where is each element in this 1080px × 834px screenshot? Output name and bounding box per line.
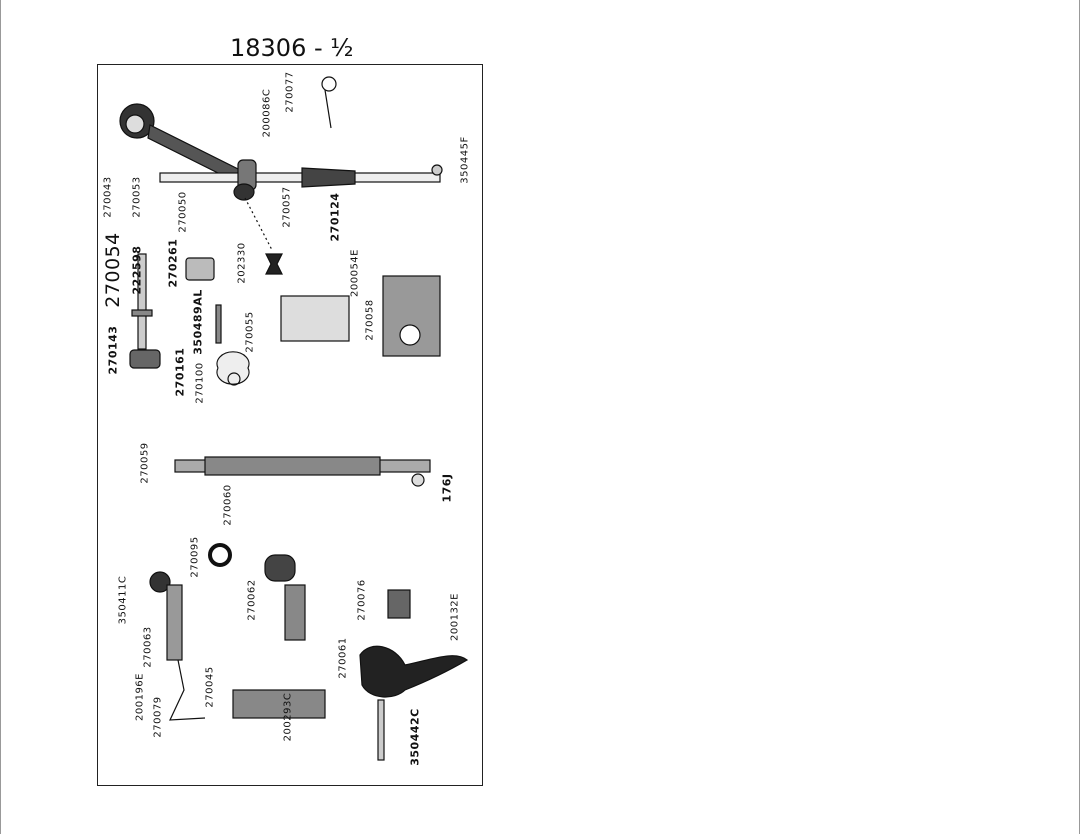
part-label: 350442C: [408, 708, 422, 766]
part-270100-washer: [216, 351, 250, 385]
assembly-dashed-line: [244, 197, 273, 251]
part-label: 270045: [204, 666, 216, 708]
part-270095-ring: [208, 543, 232, 567]
part-350489AL-screw: [215, 304, 222, 344]
diagram-frame: [97, 64, 483, 786]
part-270055-block: [280, 295, 350, 342]
part-label: 270100: [194, 362, 206, 404]
part-202330-roller: [265, 253, 283, 275]
part-label: 270077: [284, 71, 296, 113]
part-label: 270076: [356, 579, 368, 621]
part-label: 270055: [244, 311, 256, 353]
part-label: 270261: [166, 238, 180, 288]
part-label: 270053: [131, 176, 143, 218]
part-270261-bushing: [185, 257, 215, 281]
part-label: 202330: [236, 242, 248, 284]
part-270060-rod: [174, 456, 431, 487]
part-270054-shaft: [129, 253, 161, 369]
page-title: 18306 - ½: [230, 34, 354, 62]
part-270061-lever: [359, 645, 469, 698]
part-label: 270063: [142, 626, 154, 668]
part-label: 222598: [130, 245, 144, 295]
part-270050-rod: [159, 159, 443, 201]
part-label: 350489AL: [191, 289, 205, 355]
part-270077-clip: [321, 76, 337, 129]
part-270062-arm: [264, 554, 306, 641]
page-edge-left: [0, 0, 1, 834]
part-label: 200132E: [449, 593, 461, 641]
part-270076-block: [387, 589, 411, 619]
part-label: 200196E: [134, 673, 146, 721]
part-350442C-pin: [377, 699, 385, 761]
part-label: 270079: [152, 696, 164, 738]
part-label: 270043: [102, 176, 114, 218]
part-label: 270058: [364, 299, 376, 341]
part-label: 270124: [328, 192, 342, 242]
part-label: 200293C: [282, 692, 294, 742]
part-label: 270054: [102, 232, 124, 308]
part-label: 176J: [440, 473, 454, 503]
part-270053-lever: [119, 103, 241, 181]
part-label: 200054E: [349, 249, 361, 297]
part-label: 270050: [177, 191, 189, 233]
part-label: 270059: [139, 442, 151, 484]
part-label: 200086C: [261, 88, 273, 138]
part-label: 270060: [222, 484, 234, 526]
part-270063-arm: [149, 571, 206, 721]
part-label: 350445F: [459, 136, 471, 184]
part-label: 270057: [281, 186, 293, 228]
part-label: 270095: [189, 536, 201, 578]
part-label: 270061: [337, 637, 349, 679]
part-270045-link: [232, 689, 326, 719]
part-label: 270161: [173, 347, 187, 397]
part-label: 270143: [106, 325, 120, 375]
part-label: 270062: [246, 579, 258, 621]
part-label: 350411C: [117, 575, 129, 625]
